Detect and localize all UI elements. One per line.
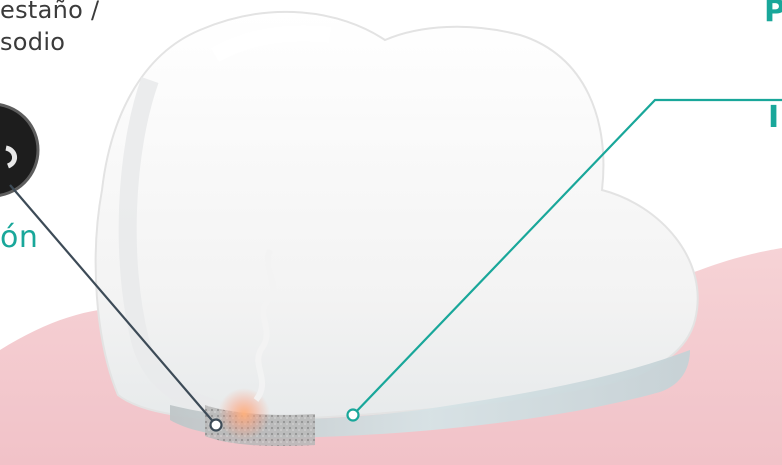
label-accent-left: ón bbox=[0, 220, 38, 255]
label-line-2: sodio bbox=[0, 28, 65, 56]
callout-dot-left bbox=[211, 420, 222, 431]
callout-dot-right bbox=[348, 410, 359, 421]
right-crop-edge bbox=[770, 0, 782, 465]
label-line-1: estaño / bbox=[0, 0, 99, 24]
particle-circle bbox=[0, 104, 38, 196]
tooth-crown bbox=[96, 12, 698, 420]
